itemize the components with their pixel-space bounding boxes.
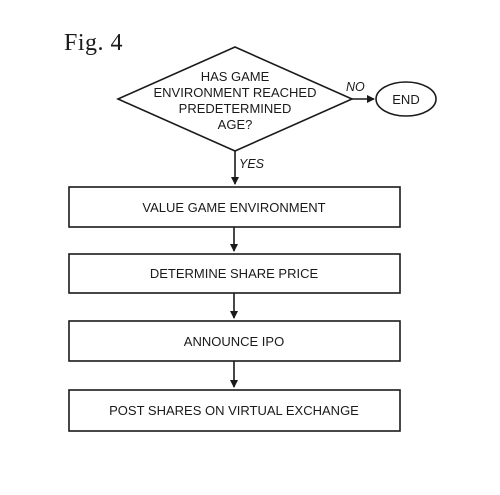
end-terminal: END	[375, 81, 437, 117]
step-label: POST SHARES ON VIRTUAL EXCHANGE	[109, 403, 359, 418]
step-box	[68, 320, 401, 362]
step-label: ANNOUNCE IPO	[184, 334, 284, 349]
step-label: DETERMINE SHARE PRICE	[150, 266, 319, 281]
figure-label: Fig. 4	[64, 30, 124, 56]
step-post-shares: POST SHARES ON VIRTUAL EXCHANGE	[68, 389, 401, 432]
decision-node: HAS GAME ENVIRONMENT REACHED PREDETERMIN…	[116, 46, 354, 152]
step-determine-share-price: DETERMINE SHARE PRICE	[68, 253, 401, 294]
decision-line-2: ENVIRONMENT REACHED	[153, 85, 316, 100]
no-label: NO	[346, 80, 365, 94]
step-value-game-environment: VALUE GAME ENVIRONMENT	[68, 186, 401, 228]
decision-line-1: HAS GAME	[201, 69, 270, 84]
step-box	[68, 186, 401, 228]
decision-line-3: PREDETERMINED	[179, 101, 292, 116]
yes-label: YES	[239, 157, 265, 171]
step-announce-ipo: ANNOUNCE IPO	[68, 320, 401, 362]
step-label: VALUE GAME ENVIRONMENT	[142, 200, 325, 215]
decision-line-4: AGE?	[218, 117, 253, 132]
end-label: END	[392, 92, 419, 107]
end-ellipse	[375, 81, 437, 117]
step-box	[68, 389, 401, 432]
